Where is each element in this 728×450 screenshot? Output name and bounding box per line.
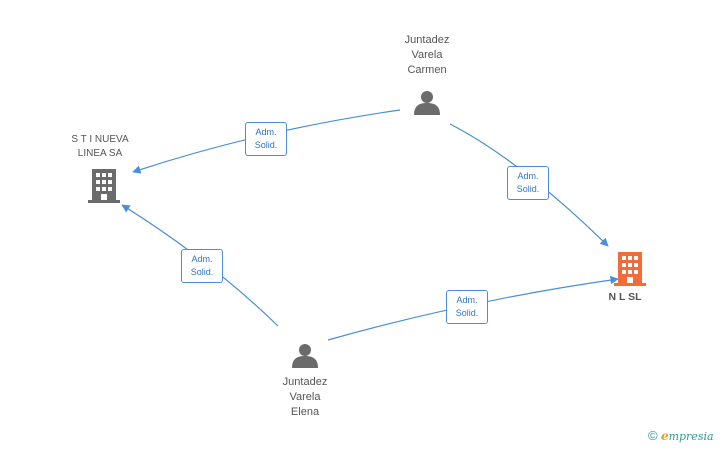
node-label-line: S T I NUEVA: [71, 134, 129, 145]
building-icon: [88, 169, 120, 203]
node-label-line: Varela: [411, 49, 443, 61]
node-label-carmen[interactable]: Juntadez Varela Carmen: [377, 33, 477, 78]
node-label-line: Carmen: [407, 64, 447, 76]
brand-logo[interactable]: © empresia: [648, 428, 714, 443]
brand-e: e: [660, 429, 669, 443]
edge-label-line: Solid.: [190, 267, 214, 277]
edge-label-elena-nlsl[interactable]: Adm. Solid.: [446, 290, 488, 324]
node-label-line: Varela: [289, 391, 321, 403]
edge-label-elena-stinueva[interactable]: Adm. Solid.: [181, 249, 223, 283]
edge-label-line: Adm.: [456, 295, 478, 305]
edge-label-line: Solid.: [254, 140, 278, 150]
copyright-symbol: ©: [648, 428, 658, 443]
node-label-elena[interactable]: Juntadez Varela Elena: [255, 375, 355, 420]
person-icon: [292, 344, 318, 368]
node-label-line: N L SL: [608, 291, 642, 303]
person-icon: [414, 91, 440, 115]
edge-label-carmen-stinueva[interactable]: Adm. Solid.: [245, 122, 287, 156]
node-label-line: Elena: [290, 406, 320, 418]
edge-label-line: Solid.: [455, 308, 479, 318]
node-label-line: Juntadez: [404, 34, 450, 46]
edge-label-carmen-nlsl[interactable]: Adm. Solid.: [507, 166, 549, 200]
edge-label-line: Adm.: [255, 127, 277, 137]
edge-label-line: Adm.: [517, 171, 539, 181]
brand-name: mpresia: [668, 430, 714, 443]
building-icon-focus: [614, 252, 646, 286]
node-label-stinueva[interactable]: S T I NUEVA LINEA SA: [55, 133, 145, 161]
node-label-line: LINEA SA: [77, 148, 123, 159]
edge-label-line: Adm.: [191, 254, 213, 264]
edge-label-line: Solid.: [516, 184, 540, 194]
node-label-line: Juntadez: [282, 376, 328, 388]
node-label-nlsl[interactable]: N L SL: [595, 290, 655, 305]
